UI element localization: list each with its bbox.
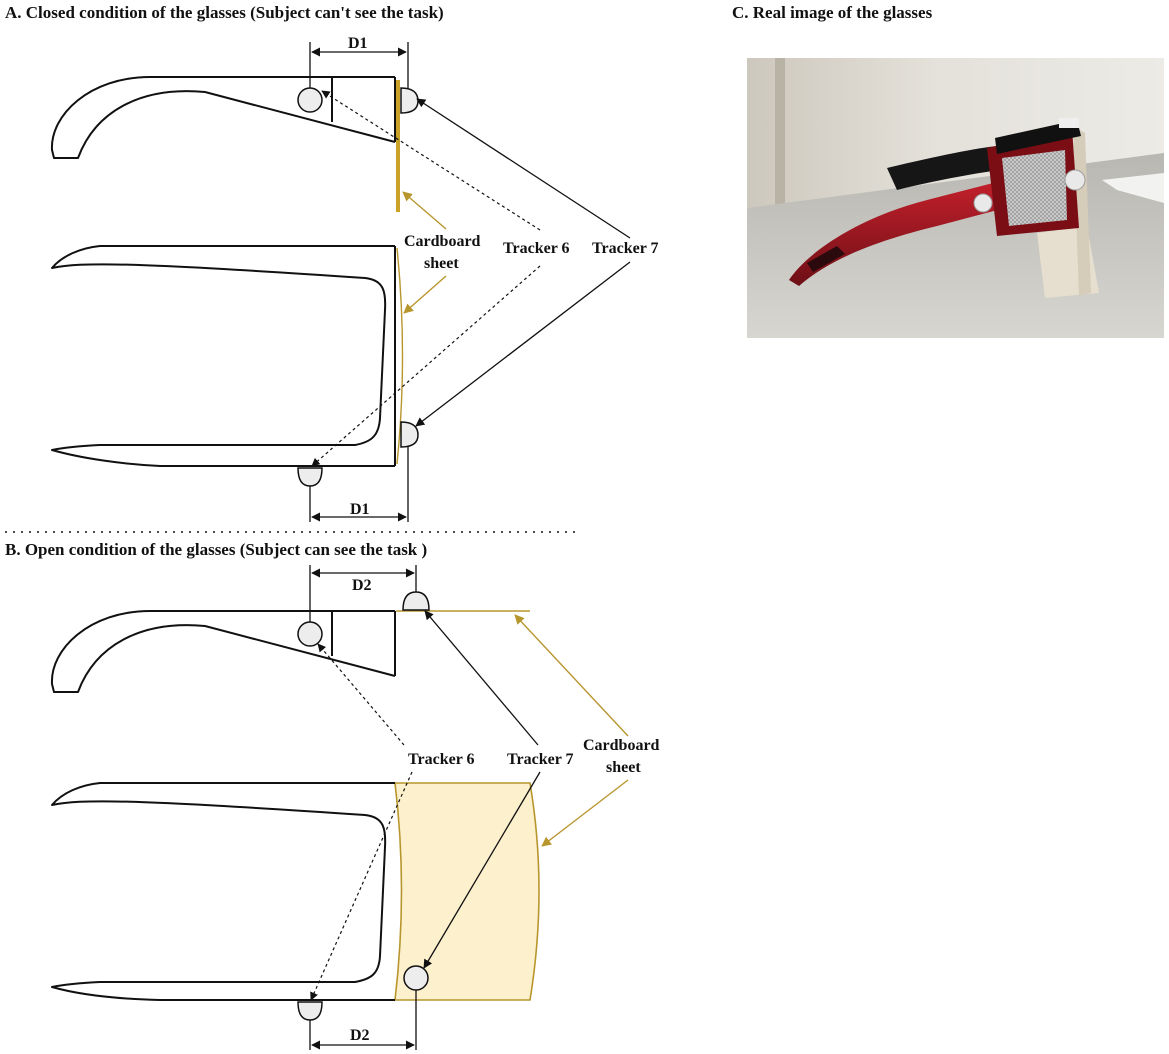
panel-b-cardboard-arrow-top xyxy=(541,779,629,847)
panel-a-tracker6-top xyxy=(297,467,323,487)
panel-a-d1-top-dimension: D1 xyxy=(309,35,409,92)
panel-b-top-view-frame xyxy=(51,782,395,1001)
panel-b-tracker7-label: Tracker 7 xyxy=(507,751,574,768)
panel-a-tracker7-side xyxy=(400,87,419,114)
panel-b-tracker7-arrow-top xyxy=(423,771,541,969)
panel-b-tracker7-side xyxy=(402,591,430,611)
panel-b-d2-bottom-dimension: D2 xyxy=(309,990,417,1050)
panel-b-cardboard-label-line2: sheet xyxy=(606,759,641,776)
panel-b-d2-top-dimension: D2 xyxy=(309,565,417,622)
panel-b-title: B. Open condition of the glasses (Subjec… xyxy=(5,540,427,559)
panel-b-tracker6-label: Tracker 6 xyxy=(408,751,475,768)
panel-b-cardboard-arrow-side xyxy=(514,614,629,737)
panel-b-tracker6-arrow-side xyxy=(317,643,405,746)
panel-a-tracker6-arrow-top xyxy=(311,265,541,467)
panel-b-tracker6-arrow-top xyxy=(310,771,413,1001)
panel-b-cardboard-label-line1: Cardboard xyxy=(583,737,660,754)
panel-a-cardboard-label-line2: sheet xyxy=(424,255,459,272)
panel-b-d2-top-label: D2 xyxy=(352,577,372,594)
panel-b-tracker7-arrow-side xyxy=(424,610,539,746)
panel-a-tracker7-label: Tracker 7 xyxy=(592,240,659,257)
panel-c-title: C. Real image of the glasses xyxy=(732,3,933,22)
panel-a-cardboard-arrow-side xyxy=(402,191,447,230)
panel-a-tracker6-side xyxy=(297,87,323,113)
panel-b-cardboard-sheet-top xyxy=(394,782,540,1001)
panel-a-cardboard-sheet-top xyxy=(396,247,404,465)
panel-b-tracker6-top xyxy=(297,1001,323,1021)
panel-a-tracker7-arrow-side xyxy=(416,98,631,239)
panel-b-tracker7-top xyxy=(403,965,429,991)
panel-a-side-view-temple xyxy=(50,76,396,159)
panel-b-tracker6-side xyxy=(297,621,323,647)
panel-a-d1-bottom-label: D1 xyxy=(350,501,370,518)
panel-a-tracker6-arrow-side xyxy=(321,90,541,231)
panel-b-side-view-temple xyxy=(50,610,396,693)
panel-a-cardboard-arrow-top xyxy=(403,275,447,314)
panel-a-tracker7-arrow-top xyxy=(415,261,631,427)
panel-a-cardboard-label-line1: Cardboard xyxy=(404,233,481,250)
panel-a-d1-top-label: D1 xyxy=(348,35,368,52)
panel-a-top-view-frame xyxy=(51,245,396,467)
panel-a-d1-bottom-dimension: D1 xyxy=(309,446,409,522)
panel-b-d2-bottom-label: D2 xyxy=(350,1027,370,1044)
panel-a-tracker7-top xyxy=(400,421,419,448)
panel-a-title: A. Closed condition of the glasses (Subj… xyxy=(5,3,444,22)
glasses-photo xyxy=(747,58,1164,338)
panel-a-tracker6-label: Tracker 6 xyxy=(503,240,570,257)
